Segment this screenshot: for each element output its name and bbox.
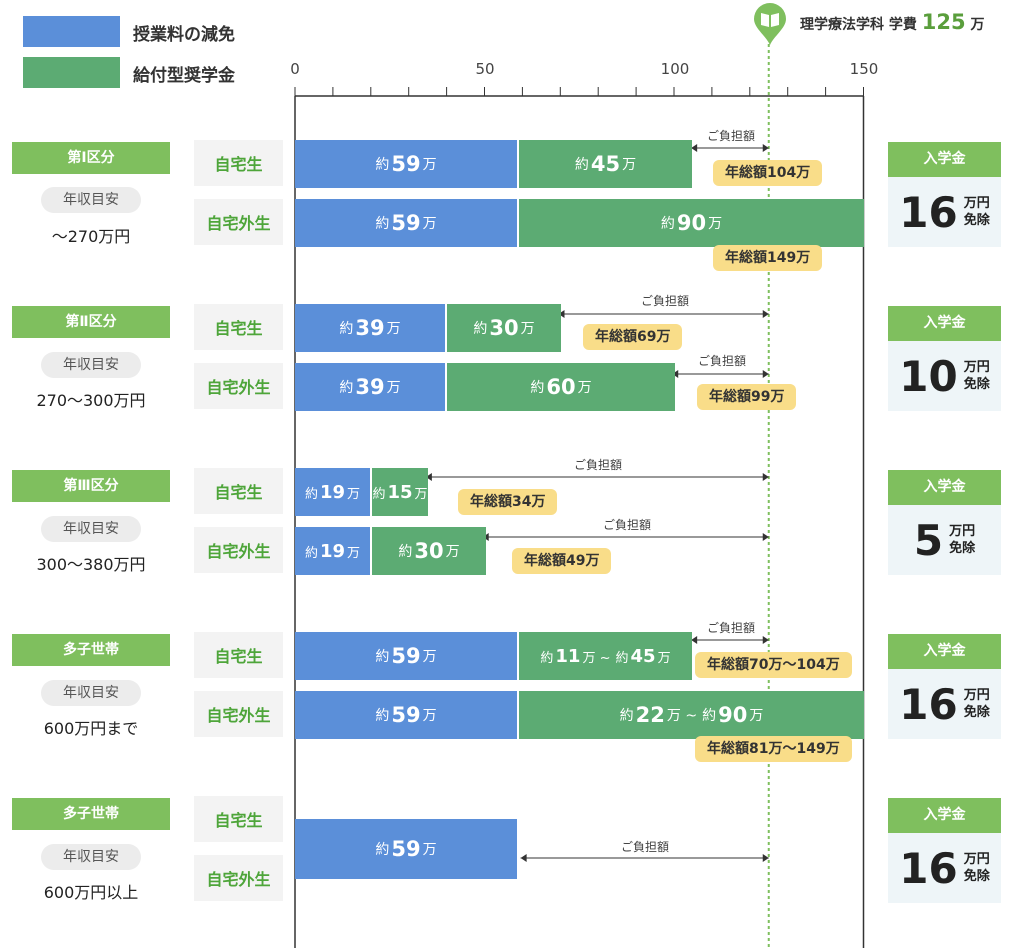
entrance-fee-tag: 入学金: [888, 470, 1001, 505]
annual-total-bubble: 年総額49万: [512, 548, 612, 574]
burden-label: ご負担額: [602, 518, 652, 532]
entrance-fee-tag: 入学金: [888, 142, 1001, 177]
income-pill: 年収目安: [41, 187, 141, 213]
axis-tick-label: 100: [660, 60, 690, 78]
burden-arrowhead: [762, 144, 769, 152]
annual-total-bubble: 年総額69万: [583, 324, 683, 350]
entrance-fee-value: 16: [899, 679, 958, 729]
burden-arrowhead: [425, 473, 432, 481]
entrance-fee-value: 10: [899, 351, 958, 401]
burden-arrowhead: [520, 854, 527, 862]
burden-label: ご負担額: [573, 458, 623, 472]
reference-unit: 万: [970, 17, 985, 33]
burden-arrowhead: [762, 370, 769, 378]
reference-label: 理学療法学科 学費 125 万: [800, 10, 984, 34]
income-pill: 年収目安: [41, 844, 141, 870]
annual-total-bubble: 年総額81万〜149万: [695, 736, 852, 762]
legend-label-grant: 給付型奨学金: [133, 66, 235, 86]
burden-label: ご負担額: [706, 129, 756, 143]
burden-arrowhead: [691, 144, 698, 152]
burden-arrowhead: [762, 533, 769, 541]
tier-tag: 多子世帯: [12, 798, 170, 830]
entrance-fee-tag: 入学金: [888, 306, 1001, 341]
income-pill: 年収目安: [41, 516, 141, 542]
housing-type-label: 自宅生: [194, 632, 283, 678]
housing-type-label: 自宅外生: [194, 199, 283, 245]
income-range: 270〜300万円: [36, 391, 146, 410]
axis-tick-label: 50: [475, 60, 495, 78]
entrance-fee-box: 16 万円免除: [888, 177, 1001, 247]
entrance-fee-value: 16: [899, 843, 958, 893]
housing-type-label: 自宅生: [194, 796, 283, 842]
housing-type-label: 自宅外生: [194, 855, 283, 901]
burden-arrowhead: [762, 473, 769, 481]
tier-tag: 多子世帯: [12, 634, 170, 666]
housing-type-label: 自宅外生: [194, 691, 283, 737]
burden-label: ご負担額: [706, 621, 756, 635]
housing-type-label: 自宅生: [194, 468, 283, 514]
income-pill: 年収目安: [41, 352, 141, 378]
axis-tick-label: 0: [290, 60, 300, 78]
book-map-pin-icon: [754, 3, 786, 45]
axis-tick-label: 150: [849, 60, 879, 78]
burden-label: ご負担額: [640, 294, 690, 308]
annual-total-bubble: 年総額99万: [697, 384, 797, 410]
burden-arrowhead: [691, 636, 698, 644]
burden-label: ご負担額: [697, 354, 747, 368]
tier-tag: 第Ⅲ区分: [12, 470, 170, 502]
burden-arrowhead: [558, 310, 565, 318]
burden-label: ご負担額: [620, 840, 670, 854]
housing-type-label: 自宅生: [194, 140, 283, 186]
entrance-fee-box: 16 万円免除: [888, 669, 1001, 739]
annual-total-bubble: 年総額70万〜104万: [695, 652, 852, 678]
income-range: 300〜380万円: [36, 555, 146, 574]
annual-total-bubble: 年総額104万: [713, 160, 823, 186]
entrance-fee-value: 16: [899, 187, 958, 237]
housing-type-label: 自宅生: [194, 304, 283, 350]
annual-total-bubble: 年総額149万: [713, 245, 823, 271]
entrance-fee-box: 10 万円免除: [888, 341, 1001, 411]
tier-tag: 第Ⅱ区分: [12, 306, 170, 338]
entrance-fee-tag: 入学金: [888, 634, 1001, 669]
burden-arrowhead: [762, 636, 769, 644]
annual-total-bubble: 年総額34万: [458, 489, 558, 515]
legend-label-tuition: 授業料の減免: [133, 25, 235, 45]
income-pill: 年収目安: [41, 680, 141, 706]
burden-arrowhead: [672, 370, 679, 378]
income-range: 〜270万円: [51, 227, 131, 246]
reference-text: 理学療法学科 学費: [800, 17, 917, 33]
housing-type-label: 自宅外生: [194, 363, 283, 409]
entrance-fee-value: 5: [913, 515, 944, 565]
tier-tag: 第Ⅰ区分: [12, 142, 170, 174]
entrance-fee-box: 16 万円免除: [888, 833, 1001, 903]
burden-arrowhead: [762, 310, 769, 318]
entrance-fee-tag: 入学金: [888, 798, 1001, 833]
entrance-fee-box: 5 万円免除: [888, 505, 1001, 575]
income-range: 600万円以上: [43, 883, 139, 902]
legend-swatch-tuition: [23, 16, 120, 47]
housing-type-label: 自宅外生: [194, 527, 283, 573]
legend-swatch-grant: [23, 57, 120, 88]
income-range: 600万円まで: [43, 719, 139, 738]
burden-arrowhead: [762, 854, 769, 862]
reference-value: 125: [921, 10, 966, 34]
